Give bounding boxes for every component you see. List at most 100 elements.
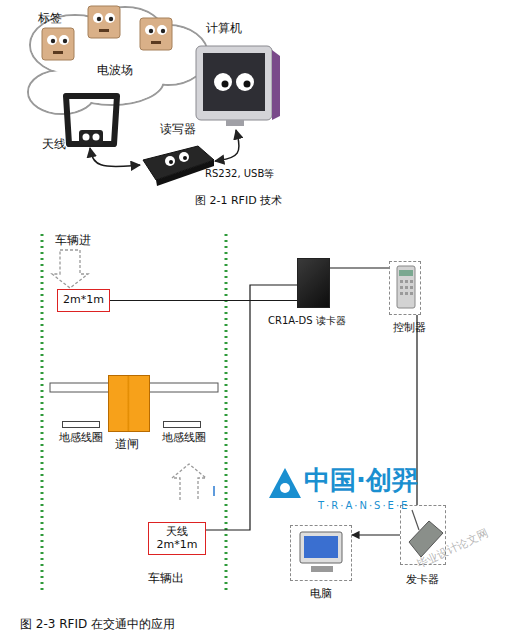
card-reader: CR1A-DS 读卡器 bbox=[297, 258, 330, 308]
key bbox=[405, 286, 408, 289]
keypad-body bbox=[397, 266, 415, 308]
node-label: 天线 bbox=[42, 138, 66, 152]
keypad-keys bbox=[400, 280, 413, 295]
node-label: 读写器 bbox=[160, 123, 196, 137]
watermark: 毕业设计论文网 bbox=[415, 527, 490, 571]
logo-text: 中国·创羿 bbox=[304, 466, 418, 496]
connectors bbox=[90, 130, 417, 535]
tag-pupil bbox=[109, 17, 113, 21]
tag-body bbox=[140, 18, 172, 50]
ground-loop: 地感线圈 bbox=[163, 421, 201, 428]
monitor-eye bbox=[214, 73, 232, 91]
node-label: 地感线圈 bbox=[59, 432, 103, 445]
monitor-eye bbox=[236, 73, 254, 91]
exit-arrow bbox=[172, 464, 206, 500]
reader-pupil bbox=[169, 160, 173, 164]
node-label: 2m*1m bbox=[157, 539, 198, 552]
antenna-eye bbox=[83, 134, 90, 141]
tag-mouth bbox=[53, 51, 63, 54]
entry-antenna-box: 2m*1m bbox=[57, 289, 110, 312]
lane-line bbox=[41, 234, 44, 592]
tag-body bbox=[88, 6, 120, 38]
tag-mouth bbox=[99, 29, 109, 32]
logo-dot bbox=[280, 483, 290, 493]
node-label: 发卡器 bbox=[406, 574, 439, 587]
node-label: 道闸 bbox=[115, 438, 139, 452]
logo-icon bbox=[269, 468, 301, 498]
lane-label: 车辆进 bbox=[55, 234, 91, 248]
reader-eye bbox=[165, 156, 175, 166]
lane-line bbox=[225, 234, 228, 592]
controller: 控制器 bbox=[389, 261, 421, 315]
tag-pupil bbox=[149, 29, 153, 33]
connector-line bbox=[90, 148, 140, 167]
key bbox=[405, 292, 408, 295]
antenna-frame bbox=[66, 96, 117, 144]
node-label: 控制器 bbox=[393, 322, 426, 335]
barrier-gate: 道闸 bbox=[108, 375, 150, 432]
logo-subtext: T·R·A·N·S·E·E bbox=[318, 500, 409, 512]
antenna-head bbox=[79, 130, 103, 145]
monitor-stand bbox=[226, 120, 244, 126]
key bbox=[410, 280, 413, 283]
tag-pupil bbox=[63, 39, 67, 43]
connector-line bbox=[110, 300, 297, 301]
monitor-frame bbox=[196, 46, 272, 120]
tag-card bbox=[140, 18, 172, 50]
tag-card bbox=[42, 28, 74, 60]
monitor-pupil bbox=[222, 81, 229, 88]
pc-screen bbox=[304, 536, 338, 558]
edge-label: RS232, USB等 bbox=[205, 168, 274, 180]
tag-card bbox=[88, 6, 120, 38]
figure-caption: 图 2-3 RFID 在交通中的应用 bbox=[20, 618, 175, 632]
connector-line bbox=[215, 130, 239, 161]
key bbox=[400, 292, 403, 295]
node-label: 电波场 bbox=[97, 64, 133, 78]
cloud-part bbox=[29, 71, 95, 113]
ground-loop: 地感线圈 bbox=[62, 421, 100, 428]
monitor-side bbox=[272, 50, 280, 120]
antenna-eye bbox=[93, 134, 100, 141]
monitor-pupil bbox=[244, 81, 251, 88]
lane-label: 车辆出 bbox=[148, 572, 184, 586]
key bbox=[400, 286, 403, 289]
reader: 读写器 bbox=[140, 140, 215, 182]
reader-eye bbox=[179, 152, 189, 162]
tag-eye bbox=[105, 13, 115, 23]
key bbox=[410, 286, 413, 289]
entry-arrow bbox=[52, 250, 88, 288]
tag-eye bbox=[47, 35, 57, 45]
tag-eye bbox=[157, 25, 167, 35]
key bbox=[400, 280, 403, 283]
connector-line bbox=[330, 267, 389, 268]
tag-pupil bbox=[51, 39, 55, 43]
field-cloud: 电波场 bbox=[85, 62, 145, 80]
connector-line bbox=[352, 534, 400, 535]
pc-monitor bbox=[300, 532, 342, 563]
tag-group: 标签 bbox=[35, 8, 185, 60]
reader-pupil bbox=[183, 156, 187, 160]
key bbox=[405, 280, 408, 283]
computer: 计算机 bbox=[192, 42, 277, 130]
node-label: 计算机 bbox=[206, 22, 242, 36]
tick-mark bbox=[213, 486, 215, 496]
pc: 电脑 bbox=[290, 525, 352, 581]
pc-base bbox=[311, 566, 333, 572]
node-label: 标签 bbox=[38, 12, 62, 26]
key bbox=[410, 292, 413, 295]
node-label: 天线 bbox=[166, 526, 188, 539]
tag-eye bbox=[145, 25, 155, 35]
tag-pupil bbox=[97, 17, 101, 21]
node-label: 2m*1m bbox=[63, 294, 104, 307]
figure-caption: 图 2-1 RFID 技术 bbox=[195, 195, 282, 208]
tag-eye bbox=[93, 13, 103, 23]
tag-mouth bbox=[151, 41, 161, 44]
node-label: CR1A-DS 读卡器 bbox=[268, 315, 346, 327]
tag-body bbox=[42, 28, 74, 60]
monitor-screen bbox=[203, 53, 265, 111]
